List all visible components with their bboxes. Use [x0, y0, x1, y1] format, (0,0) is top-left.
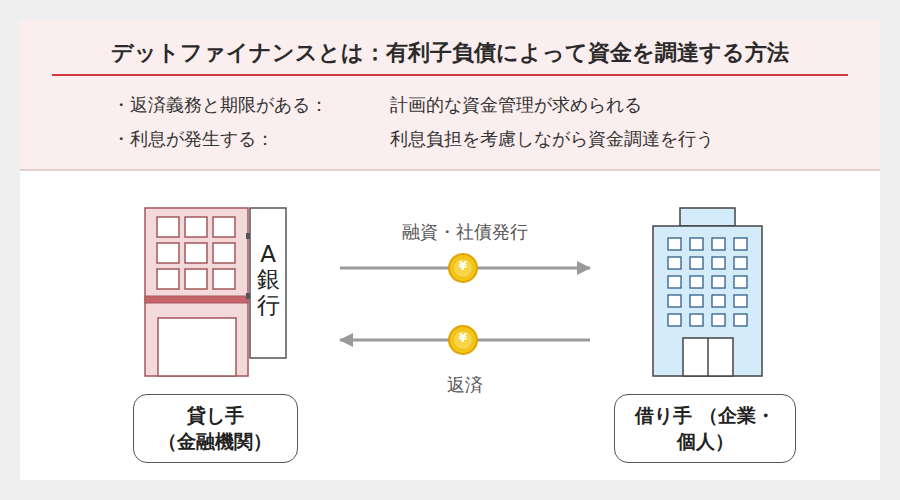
- bank-entrance: [158, 318, 236, 376]
- bank-window: [157, 269, 179, 289]
- title: デットファイナンスとは：有利子負債によって資金を調達する方法: [111, 38, 789, 68]
- coin-rim: [449, 254, 477, 282]
- company-window: [734, 238, 747, 250]
- company-window: [668, 257, 681, 269]
- bank-window: [185, 269, 207, 289]
- company-window: [690, 257, 703, 269]
- company-window: [668, 295, 681, 307]
- company-window: [690, 276, 703, 288]
- party-group: 貸し手 （金融機関）: [130, 205, 300, 463]
- party-name: 借り手 （企業・個人）: [625, 402, 785, 455]
- bank-window: [213, 269, 235, 289]
- company-body: [653, 226, 762, 376]
- yen-symbol: ¥: [459, 259, 467, 273]
- yen-coin: [449, 254, 477, 282]
- bank-sign-text: A銀行: [257, 242, 280, 318]
- bank-window: [185, 243, 207, 263]
- company-roof: [680, 208, 735, 226]
- bank-sign: [250, 208, 286, 358]
- note-text: 計画的な資金管理が求められる: [390, 93, 642, 117]
- company-window: [668, 238, 681, 250]
- company-door: [683, 338, 733, 376]
- coin-face: [454, 331, 472, 349]
- coin-face: [454, 259, 472, 277]
- coin-rim: [449, 326, 477, 354]
- company-window: [712, 276, 725, 288]
- company-window: [668, 276, 681, 288]
- header-panel: [20, 20, 880, 170]
- company-window: [712, 238, 725, 250]
- company-window: [734, 257, 747, 269]
- bank-body: [145, 208, 248, 376]
- door-split: [707, 338, 709, 376]
- company-window: [734, 276, 747, 288]
- company-window: [734, 295, 747, 307]
- company-window: [712, 295, 725, 307]
- company-window: [712, 257, 725, 269]
- company-window: [668, 314, 681, 326]
- flow-label: 返済: [443, 373, 487, 397]
- company-window: [690, 238, 703, 250]
- company-window: [734, 314, 747, 326]
- note-text: ・返済義務と期限がある：: [112, 93, 328, 117]
- party-group: 借り手 （企業・個人）: [610, 205, 800, 463]
- body-panel: [20, 170, 880, 480]
- company-window: [690, 295, 703, 307]
- note-text: ・利息が発生する：: [112, 127, 274, 151]
- caption-box: 借り手 （企業・個人）: [614, 394, 796, 463]
- bank-window: [213, 243, 235, 263]
- bank-building: [145, 208, 286, 376]
- yen-coin: [449, 326, 477, 354]
- bank-window: [157, 217, 179, 237]
- bank-band: [145, 296, 248, 303]
- title-underline: [52, 74, 848, 76]
- bank-window: [157, 243, 179, 263]
- caption-box: 貸し手 （金融機関）: [133, 394, 298, 463]
- company-building: [653, 208, 762, 376]
- note-text: 利息負担を考慮しながら資金調達を行う: [390, 127, 714, 151]
- company-window: [690, 314, 703, 326]
- bank-window: [185, 217, 207, 237]
- yen-symbol: ¥: [459, 331, 467, 345]
- panel-divider: [20, 170, 880, 171]
- company-window: [712, 314, 725, 326]
- bank-window: [213, 217, 235, 237]
- flow-label: 融資・社債発行: [398, 220, 532, 244]
- party-name: 貸し手 （金融機関）: [144, 402, 287, 455]
